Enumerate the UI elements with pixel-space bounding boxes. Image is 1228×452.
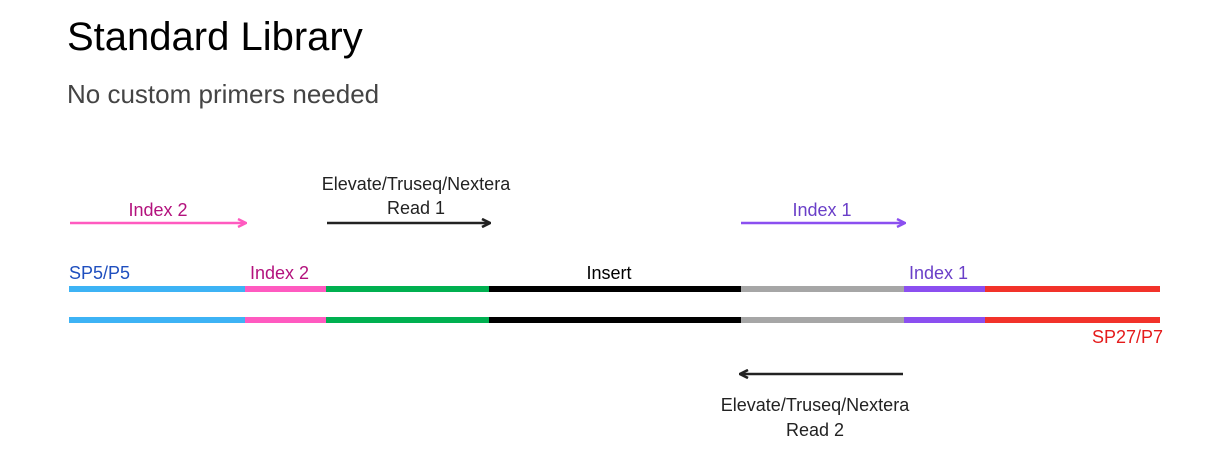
top-strand — [69, 286, 1160, 292]
read2-arrow-label-line2: Read 2 — [786, 420, 844, 440]
top-strand-insert-segment — [489, 286, 742, 292]
top-strand-read2-adapter-segment — [741, 286, 905, 292]
bottom-strand — [69, 317, 1160, 323]
insert-label: Insert — [586, 263, 631, 283]
bottom-strand-sp5-segment — [69, 317, 246, 323]
top-strand-read1-adapter-segment — [326, 286, 490, 292]
top-strand-index2-segment — [245, 286, 327, 292]
top-strand-sp5-segment — [69, 286, 246, 292]
page-title: Standard Library — [67, 15, 363, 59]
bottom-strand-index2-segment — [245, 317, 327, 323]
read2-arrow-label-line1: Elevate/Truseq/Nextera — [721, 395, 910, 415]
bottom-strand-read1-adapter-segment — [326, 317, 490, 323]
top-strand-sp27-segment — [985, 286, 1160, 292]
index2-arrow-label: Index 2 — [128, 200, 187, 220]
read1-arrow-label-line2: Read 1 — [387, 198, 445, 218]
bottom-strand-insert-segment — [489, 317, 742, 323]
index1-segment-label: Index 1 — [909, 263, 968, 283]
index2-segment-label: Index 2 — [250, 263, 309, 283]
top-strand-index1-segment — [904, 286, 986, 292]
page-subtitle: No custom primers needed — [67, 79, 379, 109]
bottom-strand-sp27-segment — [985, 317, 1160, 323]
sp5-label: SP5/P5 — [69, 263, 130, 283]
sp27-label: SP27/P7 — [1092, 327, 1163, 347]
bottom-strand-read2-adapter-segment — [741, 317, 905, 323]
bottom-strand-index1-segment — [904, 317, 986, 323]
read1-arrow-label-line1: Elevate/Truseq/Nextera — [322, 174, 511, 194]
index1-arrow-label: Index 1 — [792, 200, 851, 220]
